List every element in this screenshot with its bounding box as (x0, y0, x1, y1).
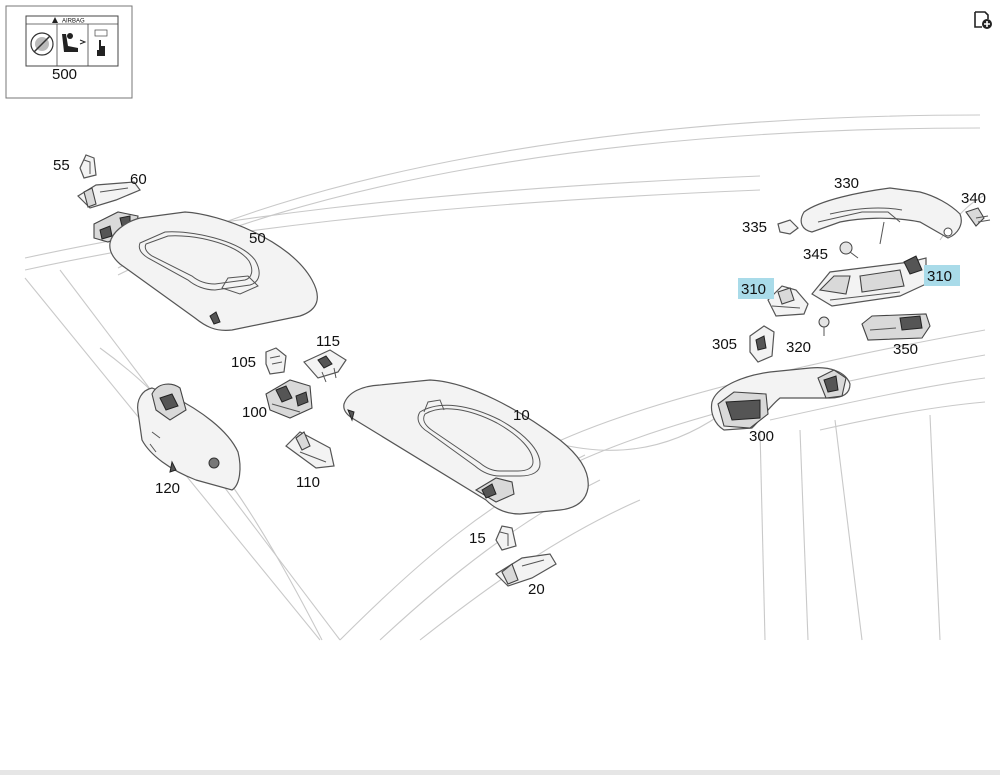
part-10-sun-visor-right[interactable] (343, 379, 589, 515)
part-345-screw[interactable] (839, 241, 859, 259)
callout-100: 100 (242, 404, 267, 421)
add-to-list-icon (974, 11, 992, 29)
callout-120: 120 (155, 480, 180, 497)
hand-pointer-icon (94, 29, 108, 56)
bottom-scroll-edge (0, 770, 1000, 775)
part-310-overhead-console[interactable] (811, 255, 927, 307)
part-330-frame[interactable] (800, 187, 962, 245)
part-110-cover[interactable] (285, 431, 335, 469)
callout-310-right[interactable]: 310 (927, 268, 952, 285)
part-115-cover[interactable] (303, 349, 347, 383)
callout-50: 50 (249, 230, 266, 247)
airbag-label-inset: AIRBAG 500 (5, 5, 133, 99)
part-100-mount-bracket[interactable] (265, 379, 313, 419)
add-to-list-button[interactable] (972, 9, 994, 31)
callout-310-left-highlight (738, 278, 774, 299)
part-300-overhead-panel[interactable] (710, 367, 851, 431)
callout-335: 335 (742, 219, 767, 236)
inset-part-number: 500 (52, 66, 77, 83)
part-105-connector[interactable] (265, 347, 287, 375)
airbag-warning-text: AIRBAG (62, 19, 85, 25)
callout-310-right-highlight (924, 265, 960, 286)
callout-350: 350 (893, 341, 918, 358)
callout-300: 300 (749, 428, 774, 445)
callout-20: 20 (528, 581, 545, 598)
callout-105: 105 (231, 354, 256, 371)
callout-115: 115 (316, 333, 340, 350)
callout-55: 55 (53, 157, 70, 174)
callout-345: 345 (803, 246, 828, 263)
part-305-bracket[interactable] (749, 325, 775, 363)
callout-320: 320 (786, 339, 811, 356)
part-55-clip[interactable] (79, 154, 97, 179)
callout-330: 330 (834, 175, 859, 192)
part-340-screw[interactable] (965, 207, 991, 227)
part-20-bracket[interactable] (495, 553, 557, 587)
callout-305: 305 (712, 336, 737, 353)
part-350-module[interactable] (861, 313, 931, 341)
part-310-switch-left[interactable] (767, 285, 809, 317)
part-320-screw[interactable] (818, 316, 830, 336)
no-child-seat-icon (30, 32, 54, 56)
callout-10: 10 (513, 407, 530, 424)
callout-340: 340 (961, 190, 986, 207)
callout-110: 110 (296, 474, 320, 491)
child-seat-icon (62, 33, 87, 52)
part-335-clip[interactable] (777, 219, 799, 235)
warning-triangle-icon (52, 17, 58, 23)
part-15-clip[interactable] (495, 525, 517, 551)
callout-15: 15 (469, 530, 486, 547)
callout-310-left[interactable]: 310 (741, 281, 766, 298)
callout-60: 60 (130, 171, 147, 188)
part-120-rearview-mirror[interactable] (137, 383, 241, 491)
part-60-bracket[interactable] (77, 181, 141, 209)
part-50-sun-visor-left[interactable] (109, 211, 318, 331)
